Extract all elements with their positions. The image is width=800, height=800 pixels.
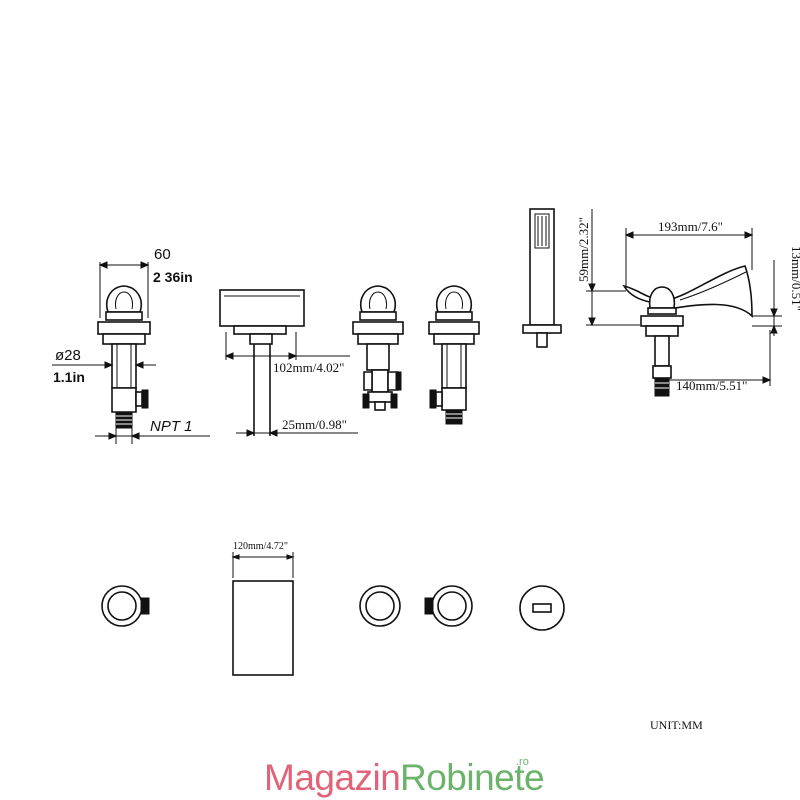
spout-side-view xyxy=(219,289,305,436)
dim-36in-label: 2 36in xyxy=(153,269,193,285)
watermark-tld: .ro xyxy=(516,756,529,768)
diverter-valve-side-view xyxy=(352,285,404,411)
dim-120mm-label: 120mm/4.72" xyxy=(233,541,288,552)
dim-102mm-label: 102mm/4.02" xyxy=(273,360,344,375)
dim-npt-label: NPT 1 xyxy=(150,418,193,435)
watermark-part2: Robinete xyxy=(400,757,544,798)
dimension-59mm xyxy=(586,209,640,327)
dimension-npt xyxy=(95,428,210,444)
dim-25mm-label: 25mm/0.98" xyxy=(282,417,347,432)
dim-13mm-label: 13mm/0.51" xyxy=(789,246,800,311)
diverter-valve-top-view xyxy=(359,585,401,627)
left-valve-top-view xyxy=(101,585,150,627)
hand-shower-side-view xyxy=(522,208,562,348)
dim-193mm-label: 193mm/7.6" xyxy=(658,219,723,234)
dimension-25mm xyxy=(236,429,358,437)
unit-label: UNIT:MM xyxy=(650,718,703,732)
right-valve-top-view xyxy=(424,585,473,627)
spout-top-view xyxy=(232,580,294,676)
right-valve-side-view xyxy=(428,285,480,425)
dimension-193mm xyxy=(624,228,754,290)
dimension-13mm xyxy=(752,260,782,336)
dimension-60 xyxy=(98,261,150,318)
hand-shower-top-view xyxy=(519,585,565,631)
dimension-120mm xyxy=(231,552,295,578)
shower-valve-side-view xyxy=(622,265,753,397)
dim-140mm-label: 140mm/5.51" xyxy=(676,378,747,393)
left-valve-side-view xyxy=(97,285,151,429)
dimension-140mm xyxy=(662,330,772,386)
watermark-part1: Magazin xyxy=(264,757,400,798)
watermark-logo: Magazin Robinete .ro xyxy=(264,756,545,798)
dim-1-1in-label: 1.1in xyxy=(53,369,85,385)
dim-60-label: 60 xyxy=(154,246,171,263)
dimension-102mm xyxy=(224,332,350,360)
dimension-diameter-28 xyxy=(52,361,156,369)
dim-diameter-label: ø28 xyxy=(55,347,81,364)
dim-59mm-label: 59mm/2.32" xyxy=(576,217,591,282)
